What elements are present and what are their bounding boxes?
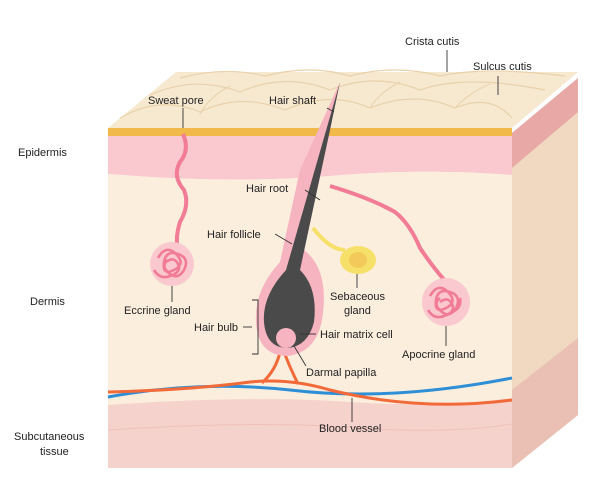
label-eccrine-gland: Eccrine gland [124,305,191,317]
blood-vessels [107,351,513,406]
label-hair-root: Hair root [246,183,288,195]
label-darmal-papilla: Darmal papilla [306,367,377,379]
label-apocrine-gland: Apocrine gland [402,349,475,361]
leader-lines [171,50,499,422]
label-crista-cutis: Crista cutis [405,36,460,48]
label-hair-bulb: Hair bulb [194,322,238,334]
apocrine-gland [329,184,470,326]
block-side-face [512,78,578,468]
skin-surface [108,69,578,128]
label-dermis: Dermis [30,296,65,308]
label-hair-shaft: Hair shaft [269,95,316,107]
label-sulcus-cutis: Sulcus cutis [473,61,532,73]
label-hair-matrix-cell: Hair matrix cell [320,329,393,341]
hair [255,82,340,356]
label-sweat-pore: Sweat pore [148,95,204,107]
labels: Crista cutis Sulcus cutis Sweat pore Hai… [14,36,532,458]
label-subcutaneous-line1: Subcutaneous [14,431,85,443]
sebaceous-gland [311,226,376,274]
eccrine-gland [150,133,194,286]
label-subcutaneous-line2: tissue [40,446,69,458]
label-hair-follicle: Hair follicle [207,229,261,241]
label-sebaceous-gland-line1: Sebaceous [330,291,386,303]
label-blood-vessel: Blood vessel [319,423,381,435]
label-sebaceous-gland-line2: gland [344,305,371,317]
label-epidermis: Epidermis [18,147,67,159]
